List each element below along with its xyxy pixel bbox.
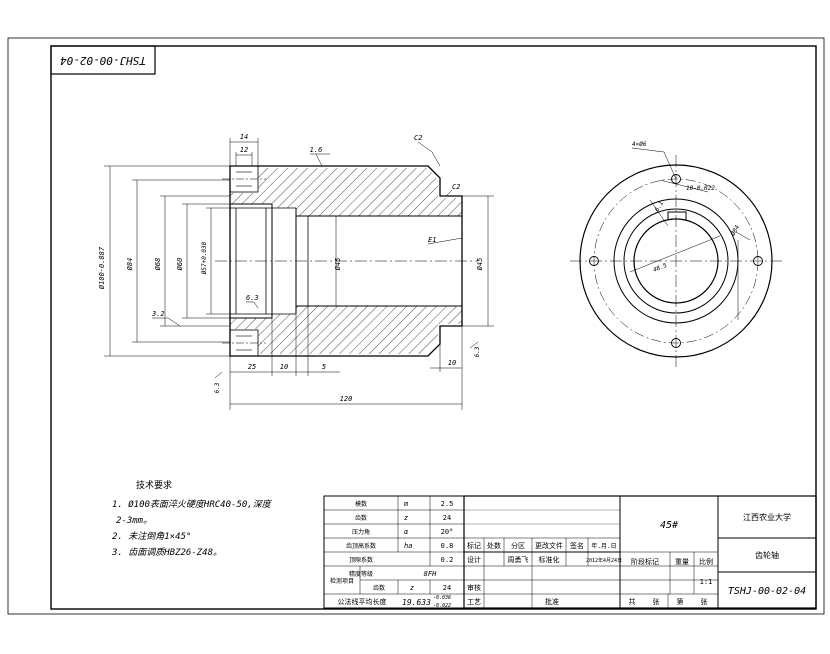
scale-value: 1:1 [700, 578, 713, 586]
param-val-5: 0.2 [441, 556, 454, 564]
material: 45# [660, 520, 679, 531]
drawing-number: TSHJ-00-02-04 [728, 586, 806, 597]
dim-10-right: 10 [448, 359, 456, 367]
side-holes-label: 4×Ø6 [632, 141, 647, 148]
param-label-6: 精度等级 [349, 570, 373, 578]
dim-120: 120 [340, 395, 353, 403]
param-sym-3: α [404, 528, 409, 536]
section-view: Ø100-0.087 Ø84 Ø68 Ø60 Ø57+0.030 Ø45 Ø45… [98, 133, 494, 410]
no-label: 第 [677, 597, 684, 606]
param-table [323, 495, 465, 609]
param-sym-1: m [403, 500, 409, 508]
sheet-unit-2: 张 [701, 597, 708, 606]
design-date: 2012年4月24日 [586, 557, 622, 564]
tech-req-line-4: 3. 齿面调质HBZ26-Z48。 [111, 547, 222, 558]
designer: 周勇飞 [508, 555, 529, 564]
hdr-zone: 分区 [511, 541, 525, 550]
check-label: 检测项目 [330, 577, 354, 585]
dim-phi45: Ø45 [334, 258, 342, 271]
tech-req-line-2: 2-3mm。 [116, 516, 152, 526]
label-e1: E1 [428, 236, 436, 244]
dim-5: 5 [322, 363, 326, 371]
hatch-top [230, 168, 462, 216]
side-view: 4×Ø6 10-0.022 6.1 48.5 Ø84 [570, 141, 782, 367]
wk-tol-down: -0.022 [433, 603, 451, 609]
hdr-date: 年.月.日 [591, 542, 616, 550]
dim-25: 25 [248, 363, 256, 371]
dim-phi60: Ø60 [176, 258, 184, 271]
dim-phi57: Ø57+0.030 [201, 241, 208, 274]
param-val-2: 24 [443, 514, 451, 522]
tech-requirements: 技术要求 1. Ø100表面淬火硬度HRC40-50,深度 2-3mm。 2. … [111, 479, 273, 558]
wk-val: 19.633 [402, 598, 431, 607]
total-label: 共 [629, 597, 636, 606]
side-dia-label: Ø84 [730, 224, 742, 237]
tech-req-line-1: 1. Ø100表面淬火硬度HRC40-50,深度 [112, 499, 273, 510]
rough-6.3-in: 6.3 [246, 294, 259, 302]
code-box [50, 45, 156, 75]
dim-phi68: Ø68 [154, 258, 162, 271]
param-label-3: 压力角 [352, 528, 370, 536]
param-label-5: 顶隙系数 [349, 556, 373, 564]
drawing-code-rotated: TSHJ-00-02-04 [60, 54, 146, 67]
weight-label: 重量 [675, 558, 689, 566]
hdr-count: 处数 [487, 541, 501, 550]
inner-border [50, 45, 817, 610]
side-dim-485: 48.5 [652, 262, 668, 274]
dim-phi100: Ø100-0.087 [98, 246, 106, 289]
dim-10: 10 [280, 363, 288, 371]
gear-label: 齿数 [373, 584, 385, 592]
gear-sym: z [410, 584, 414, 592]
dim-12: 12 [240, 146, 248, 154]
title-block [463, 495, 817, 609]
hdr-sign: 签名 [570, 541, 584, 550]
wk-label: 公法线平均长度 [338, 597, 387, 606]
rough-6.3-right: 6.3 [474, 346, 481, 357]
outer-border [7, 37, 825, 615]
hdr-change: 更改文件 [535, 541, 563, 550]
review-label: 审核 [467, 583, 481, 592]
stage-label: 阶段标记 [631, 557, 659, 566]
chamfer-c2-top: C2 [414, 134, 422, 142]
wk-tol-up: -0.036 [433, 595, 451, 601]
sheet-unit: 张 [653, 597, 660, 606]
param-label-4: 齿顶高系数 [346, 542, 376, 550]
param-val-4: 0.8 [441, 542, 454, 550]
param-val-6: 8FH [424, 570, 437, 578]
dim-phi84: Ø84 [126, 258, 134, 271]
tech-req-title: 技术要求 [136, 479, 172, 491]
param-table-text: 模数 m 2.5 齿数 z 24 压力角 α 20° 齿顶高系数 ha 0.8 … [330, 500, 453, 609]
tech-req-line-3: 2. 未注倒角1×45° [112, 531, 191, 542]
param-val-1: 2.5 [441, 500, 454, 508]
rough-3.2: 3.2 [151, 310, 165, 318]
school-name: 江西农业大学 [743, 512, 791, 522]
dim-14: 14 [240, 133, 248, 141]
dim-phi45-right: Ø45 [476, 258, 484, 271]
part-name: 齿轮轴 [755, 550, 779, 560]
rough-6.3-left: 6.3 [214, 382, 221, 393]
param-sym-4: ha [404, 542, 412, 550]
std-label: 标准化 [539, 555, 560, 564]
side-dim-61: 6.1 [654, 200, 665, 213]
scale-label: 比例 [699, 557, 713, 566]
design-label: 设计 [467, 555, 481, 564]
param-label-2: 齿数 [355, 514, 367, 522]
rough-1.6: 1.6 [310, 146, 323, 154]
approve-label: 批准 [545, 597, 559, 606]
hdr-mark: 标记 [467, 541, 481, 550]
param-sym-2: z [404, 514, 408, 522]
param-val-3: 20° [441, 528, 454, 536]
hatch-bottom [230, 306, 462, 354]
chamfer-c2-right: C2 [452, 183, 460, 191]
process-label: 工艺 [467, 598, 481, 606]
param-label-1: 模数 [355, 500, 367, 508]
side-key-width: 10-0.022 [686, 185, 715, 192]
gear-val: 24 [443, 584, 451, 592]
title-block-text: 45# 江西农业大学 齿轮轴 TSHJ-00-02-04 标记 处数 分区 更改… [467, 512, 806, 606]
